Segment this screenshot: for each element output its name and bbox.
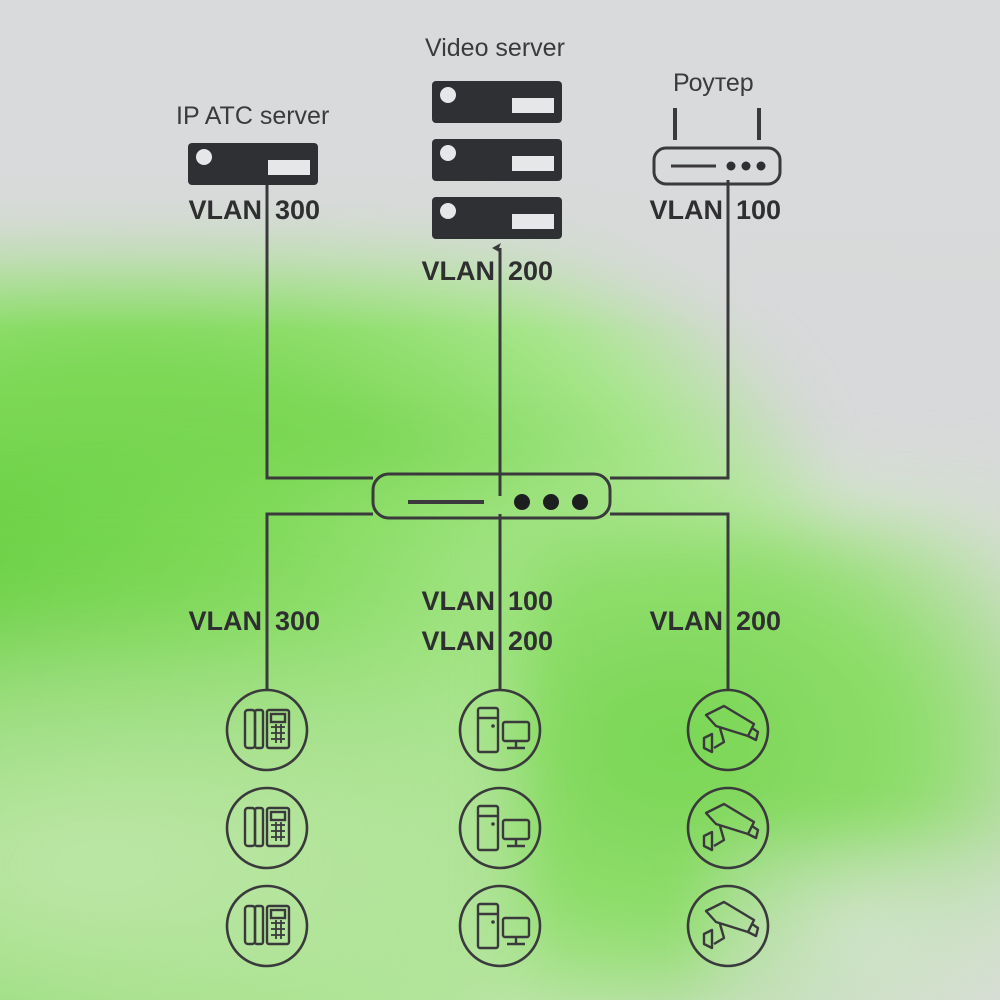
security-camera-icon [686,688,770,968]
link-switch-to-cameras [610,512,730,690]
vlan-id-router: 100 [736,195,782,225]
switch-icon [371,472,612,520]
vlan-prefix-cameras: VLAN [649,606,724,636]
server-icon [188,143,318,185]
vlan-prefix-video: VLAN [421,256,496,286]
ip-phone-icon [225,688,309,968]
vlan-prefix-router: VLAN [649,195,724,225]
desktop-computer-icon [458,688,542,968]
vlan-prefix-phones: VLAN [188,606,263,636]
vlan-id-workstations-2: 200 [508,626,554,656]
vlan-prefix-workstations-2: VLAN [421,626,496,656]
vlan-id-video: 200 [508,256,554,286]
node-title-router: Роутер [673,69,754,97]
node-title-ip-atc-server: IP ATC server [176,102,330,130]
vlan-prefix-atc: VLAN [188,195,263,225]
vlan-id-cameras: 200 [736,606,782,636]
router-icon [652,108,782,186]
server-stack-icon [432,81,562,239]
link-switch-to-phones [265,512,373,690]
vlan-id-phones: 300 [275,606,321,636]
vlan-prefix-workstations-1: VLAN [421,586,496,616]
vlan-id-workstations-1: 100 [508,586,554,616]
link-router-to-switch [610,180,730,480]
link-atc-to-switch [265,185,373,480]
node-title-video-server: Video server [425,34,565,62]
vlan-id-atc: 300 [275,195,321,225]
